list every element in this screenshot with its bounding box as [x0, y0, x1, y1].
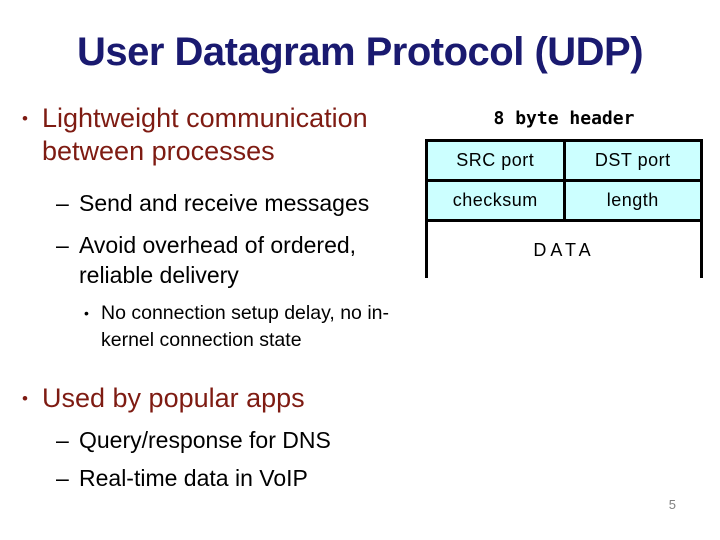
dash-icon: – [56, 465, 69, 491]
bullet-item: • Lightweight communication between proc… [22, 102, 414, 168]
bullet-item: – Query/response for DNS [56, 425, 414, 455]
data-section: DATA [425, 222, 703, 278]
cell-src-port: SRC port [428, 142, 563, 179]
bullet-text: Real-time data in VoIP [79, 465, 308, 491]
bullet-dot-icon: • [22, 109, 28, 128]
cell-checksum: checksum [428, 182, 563, 219]
udp-header-diagram: 8 byte header SRC port DST port checksum… [425, 108, 703, 278]
bullet-text: No connection setup delay, no in-kernel … [101, 302, 389, 351]
bullet-item: – Send and receive messages [56, 188, 414, 218]
bullet-item: – Real-time data in VoIP [56, 463, 414, 493]
bullet-text: Query/response for DNS [79, 427, 331, 453]
bullet-item: – Avoid overhead of ordered, reliable de… [56, 230, 414, 290]
bullet-dot-icon: • [22, 389, 28, 408]
bullet-text: Avoid overhead of ordered, reliable deli… [79, 232, 357, 288]
bullet-item: • No connection setup delay, no in-kerne… [84, 300, 414, 354]
cell-length: length [565, 182, 700, 219]
bullet-dot-icon: • [84, 305, 89, 321]
bullet-text: Used by popular apps [42, 383, 305, 413]
bullet-list: • Lightweight communication between proc… [22, 102, 414, 493]
header-field-table: SRC port DST port checksum length [425, 139, 703, 222]
slide-title: User Datagram Protocol (UDP) [76, 30, 644, 74]
bullet-text: Send and receive messages [79, 190, 370, 216]
dash-icon: – [56, 232, 69, 258]
diagram-caption: 8 byte header [493, 108, 635, 129]
page-number: 5 [668, 497, 676, 512]
dash-icon: – [56, 190, 69, 216]
data-label: DATA [533, 239, 595, 260]
bullet-text: Lightweight communication between proces… [42, 103, 368, 166]
cell-dst-port: DST port [565, 142, 700, 179]
bullet-item: • Used by popular apps [22, 382, 414, 415]
dash-icon: – [56, 427, 69, 453]
